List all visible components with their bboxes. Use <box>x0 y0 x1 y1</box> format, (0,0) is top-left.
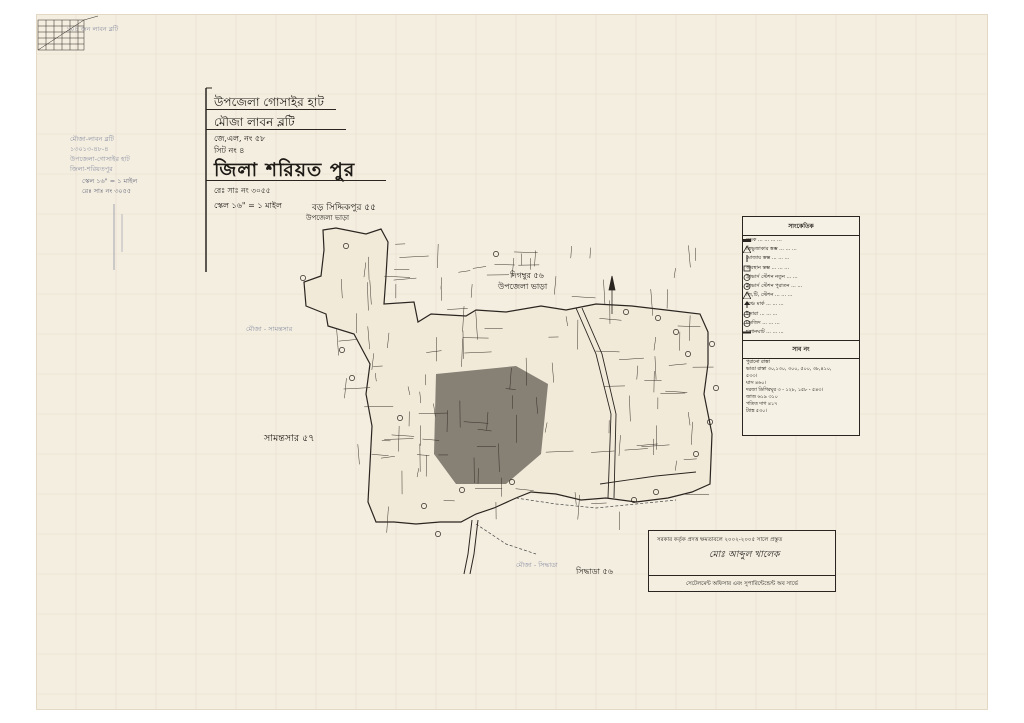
district-title: জিলা শরিয়ত পুর <box>214 159 356 181</box>
dashed-boundary <box>475 497 677 555</box>
map-sheet: ১০৪ জন লাবন ব্লটি উপজেলা গোসাইর হাট মৌজা… <box>36 14 988 710</box>
map-legend: সাংকেতিক সড়ক ... ... ... ... ত্রিভুজাকার… <box>742 216 860 436</box>
legend-row: অবস্থান স্তম্ভ ... ... ... <box>743 264 859 273</box>
legend-info-line: দরজা ডিগিরঘূর ৩ - ১২৮, ১৫৮ - ৫৪৩। <box>746 388 824 394</box>
legend-title: সাংকেতিক <box>788 223 814 230</box>
road-east <box>575 307 697 499</box>
stamp-preparation-line: সরকার কর্তৃক প্রদত্ত ক্ষমতাবলে ২০০২-২০০৫… <box>657 537 783 543</box>
legend-row: বেঞ্চ মার্ক ... ... ... <box>743 300 859 309</box>
mouza-map-drawing <box>36 14 988 710</box>
legend-row: ট্রাভার্স স্টেশন পুরাতন ... ... <box>743 282 859 291</box>
jl-number: জে,এল, নং ৫৮ <box>214 134 266 143</box>
stamp-signature: মোঃ আব্দুল খালেক <box>709 550 780 560</box>
legend-subtitle: সাব নং <box>792 346 810 354</box>
dense-parcel-cluster <box>434 366 548 484</box>
pencil-note: স্কেল ১৬" = ১ মাইল <box>82 177 138 185</box>
upazila-title: উপজেলা গোসাইর হাট <box>214 95 324 109</box>
pencil-note: ১৩০১৩-৪৮-৪ <box>70 145 109 153</box>
neighbour-south: সিদ্ধাডা ৫৬ <box>576 567 613 576</box>
legend-row-label: অবস্থান স্তম্ভ ... ... ... <box>746 264 790 271</box>
mouza-title: মৌজা লাবন ব্লটি <box>214 115 295 129</box>
legend-info-line: ৫৩৩। <box>746 374 758 380</box>
pencil-note-topleft: ১০৪ জন লাবন ব্লটি <box>66 25 119 33</box>
legend-divider <box>743 358 859 360</box>
survey-number: রেঃ সাঃ নং ৩০৫৫ <box>214 186 271 195</box>
legend-row: ইন্দারা ... ... ... <box>743 310 859 319</box>
pencil-note-mouza-south: মৌজা - সিদ্ধাডা <box>516 561 558 569</box>
legend-row: মসজিদ ... ... ... <box>743 319 859 328</box>
legend-info-line: ট্যাঙ্ক ৫৩০। <box>746 409 767 415</box>
legend-info-line: জাজ ৬১৯ ৩১০ <box>746 395 778 401</box>
parcel-lines <box>336 243 714 533</box>
legend-row-label: ত্রিভুজাকার স্তম্ভ ... ... ... <box>746 246 797 253</box>
legend-info-line: ভাঙা রাস্তা ৩০,১৩০, ৩০০, ৫০০, ৩৮,৪১০, <box>746 367 832 373</box>
legend-rows: সড়ক ... ... ... ... ত্রিভুজাকার স্তম্ভ .… <box>743 236 859 337</box>
road-south <box>463 519 479 575</box>
legend-row-label: শ্মশানঘাট ... ... ... <box>746 328 784 335</box>
legend-info-line: ঘাস ৪৬০। <box>746 381 767 387</box>
legend-row: সড়ক ... ... ... ... <box>743 236 859 245</box>
legend-info-line: পুরানো রাস্তা <box>746 360 770 366</box>
legend-row: ট্রাভার্স স্টেশন নতুন ... ... <box>743 273 859 282</box>
traverse-stations <box>300 243 719 537</box>
neighbour-northeast-sub: উপজেলা ভাড়া <box>498 282 548 291</box>
legend-info: পুরানো রাস্তাভাঙা রাস্তা ৩০,১৩০, ৩০০, ৫০… <box>743 359 859 415</box>
legend-row-label: জি,টি, স্টেশন ... ... ... <box>746 292 793 299</box>
legend-row: ত্রিভুজাকার স্তম্ভ ... ... ... <box>743 245 859 254</box>
neighbour-northeast: দিগম্বুর ৫৬ <box>510 271 544 280</box>
legend-row-label: মোজায় স্তম্ভ ... ... ... <box>746 255 790 262</box>
scale-label: স্কেল ১৬" = ১ মাইল <box>214 201 282 210</box>
pencil-note: মৌজা-লাবন ব্লটি <box>70 135 114 143</box>
legend-row-label: ইন্দারা ... ... ... <box>746 310 778 317</box>
north-arrow-icon <box>608 275 616 314</box>
settlement-stamp: সরকার কর্তৃক প্রদত্ত ক্ষমতাবলে ২০০২-২০০৫… <box>648 530 836 592</box>
neighbour-north: বড় সিদ্দিকপুর ৫৫ <box>312 203 376 213</box>
pencil-note: জিলা-শরিয়তপুর <box>70 165 113 173</box>
legend-row-label: ট্রাভার্স স্টেশন পুরাতন ... ... <box>746 282 803 289</box>
neighbour-west: সামন্তসার ৫৭ <box>264 433 315 444</box>
legend-row-label: মসজিদ ... ... ... <box>746 319 780 326</box>
legend-row: মোজায় স্তম্ভ ... ... ... <box>743 254 859 263</box>
pencil-note: রেঃ সাঃ নং ৩০৫৫ <box>82 187 132 195</box>
header-rule <box>206 180 386 181</box>
legend-row: শ্মশানঘাট ... ... ... <box>743 328 859 337</box>
legend-row-label: ট্রাভার্স স্টেশন নতুন ... ... <box>746 273 798 280</box>
header-rule <box>206 109 336 110</box>
neighbour-north-sub: উপজেলা ভাড়া <box>306 214 350 222</box>
legend-info-line: পতিত দাগ ৪১৭ <box>746 402 778 408</box>
legend-row: জি,টি, স্টেশন ... ... ... <box>743 291 859 300</box>
legend-row-label: সড়ক ... ... ... ... <box>746 237 782 243</box>
pencil-note-mouza-west: মৌজা - সামন্তসার <box>246 325 293 333</box>
header-rule <box>206 129 346 130</box>
sheet-number: সিট নং ৪ <box>214 146 245 155</box>
legend-divider <box>743 340 859 342</box>
legend-divider <box>743 235 859 236</box>
stamp-officer-title: সেটেলমেন্ট অফিসার এবং সুপারিন্টেন্ডেন্ট … <box>649 575 835 592</box>
scale-grid-diagram <box>37 15 99 51</box>
pencil-note: উপজেলা-গোসাইর হাট <box>70 155 130 163</box>
legend-row-label: বেঞ্চ মার্ক ... ... ... <box>746 301 784 308</box>
